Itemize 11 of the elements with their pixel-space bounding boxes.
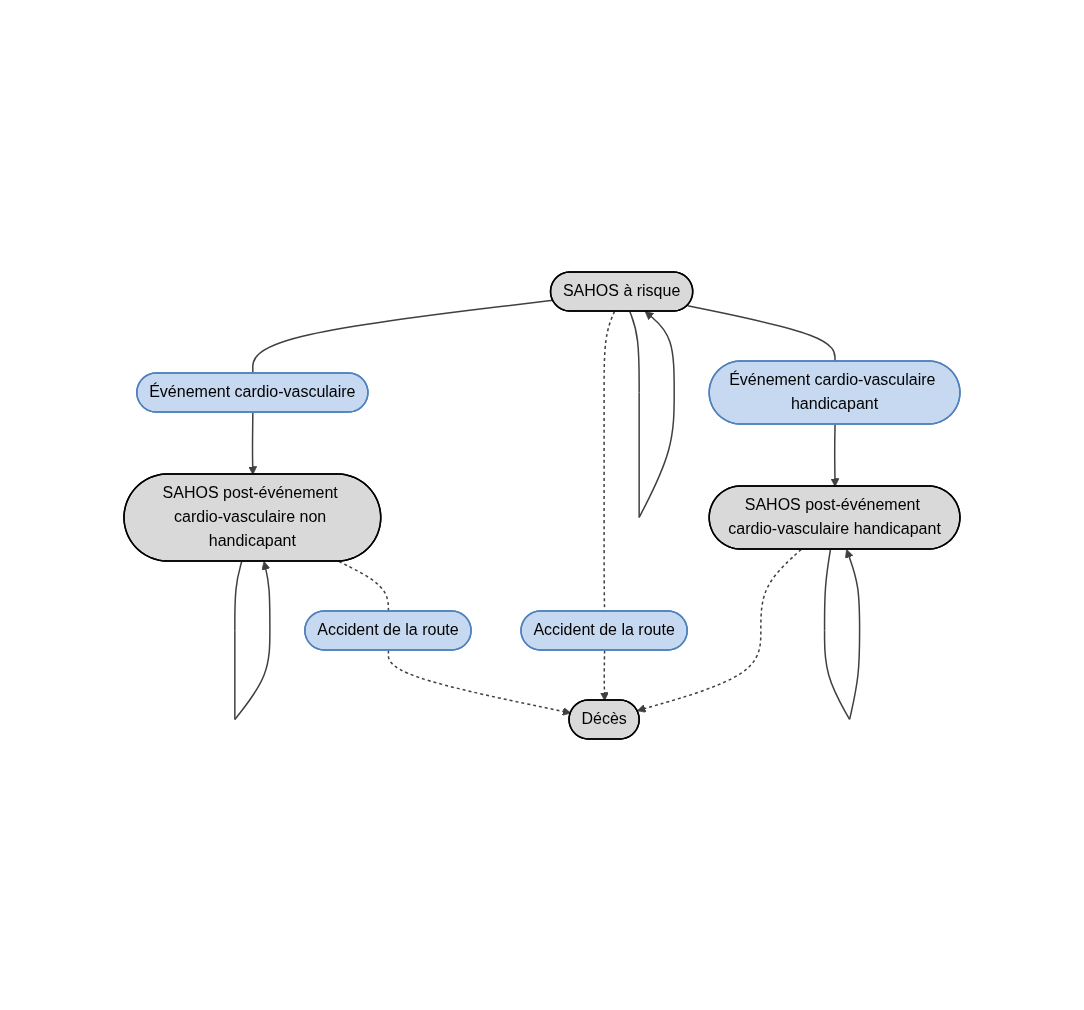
arrow [234,560,271,720]
connector [338,560,390,612]
arrow [248,411,258,475]
arrow [600,649,609,701]
connector [686,304,836,362]
arrow [823,548,861,720]
arrow [387,649,572,716]
arrow [629,310,675,518]
arrow [636,548,802,713]
connector [252,299,554,374]
arrow [830,423,840,487]
